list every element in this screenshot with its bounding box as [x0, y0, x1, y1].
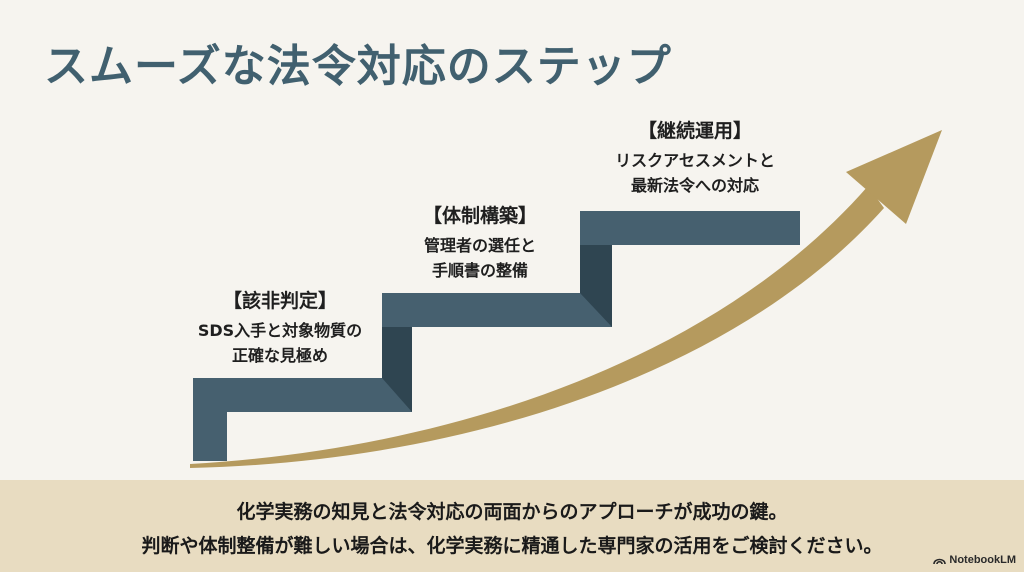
- step-2-heading: 【体制構築】: [422, 205, 537, 227]
- staircase: [193, 211, 800, 461]
- step-1-line-2: 正確な見極め: [231, 346, 328, 365]
- step-3-line-2: 最新法令への対応: [630, 176, 759, 195]
- step-1-line-1: SDS入手と対象物質の: [197, 321, 363, 340]
- notebooklm-logo-icon: [933, 558, 947, 565]
- stair-tread-3: [580, 211, 800, 245]
- step-3-label: 【継続運用】 リスクアセスメントと 最新法令への対応: [560, 118, 830, 198]
- stair-tread-2: [382, 293, 582, 327]
- banner-line-2: 判断や体制整備が難しい場合は、化学実務に精通した専門家の活用をご検討ください。: [141, 535, 883, 557]
- growth-arrow-head: [846, 130, 942, 224]
- summary-banner: 化学実務の知見と法令対応の両面からのアプローチが成功の鍵。 判断や体制整備が難し…: [0, 480, 1024, 572]
- stair-tread-1: [193, 378, 387, 412]
- step-3-heading: 【継続運用】: [637, 120, 752, 142]
- step-1-label: 【該非判定】 SDS入手と対象物質の 正確な見極め: [150, 288, 410, 368]
- brand-watermark: NotebookLM: [933, 554, 1016, 566]
- page-title: スムーズな法令対応のステップ: [44, 41, 672, 92]
- step-2-line-2: 手順書の整備: [431, 261, 528, 280]
- step-2-line-1: 管理者の選任と: [423, 236, 536, 255]
- step-3-line-1: リスクアセスメントと: [615, 151, 775, 170]
- step-1-heading: 【該非判定】: [222, 290, 337, 312]
- growth-arrow-shaft: [190, 186, 884, 468]
- banner-line-1: 化学実務の知見と法令対応の両面からのアプローチが成功の鍵。: [236, 501, 788, 523]
- brand-name: NotebookLM: [949, 554, 1016, 566]
- step-2-label: 【体制構築】 管理者の選任と 手順書の整備: [360, 203, 600, 283]
